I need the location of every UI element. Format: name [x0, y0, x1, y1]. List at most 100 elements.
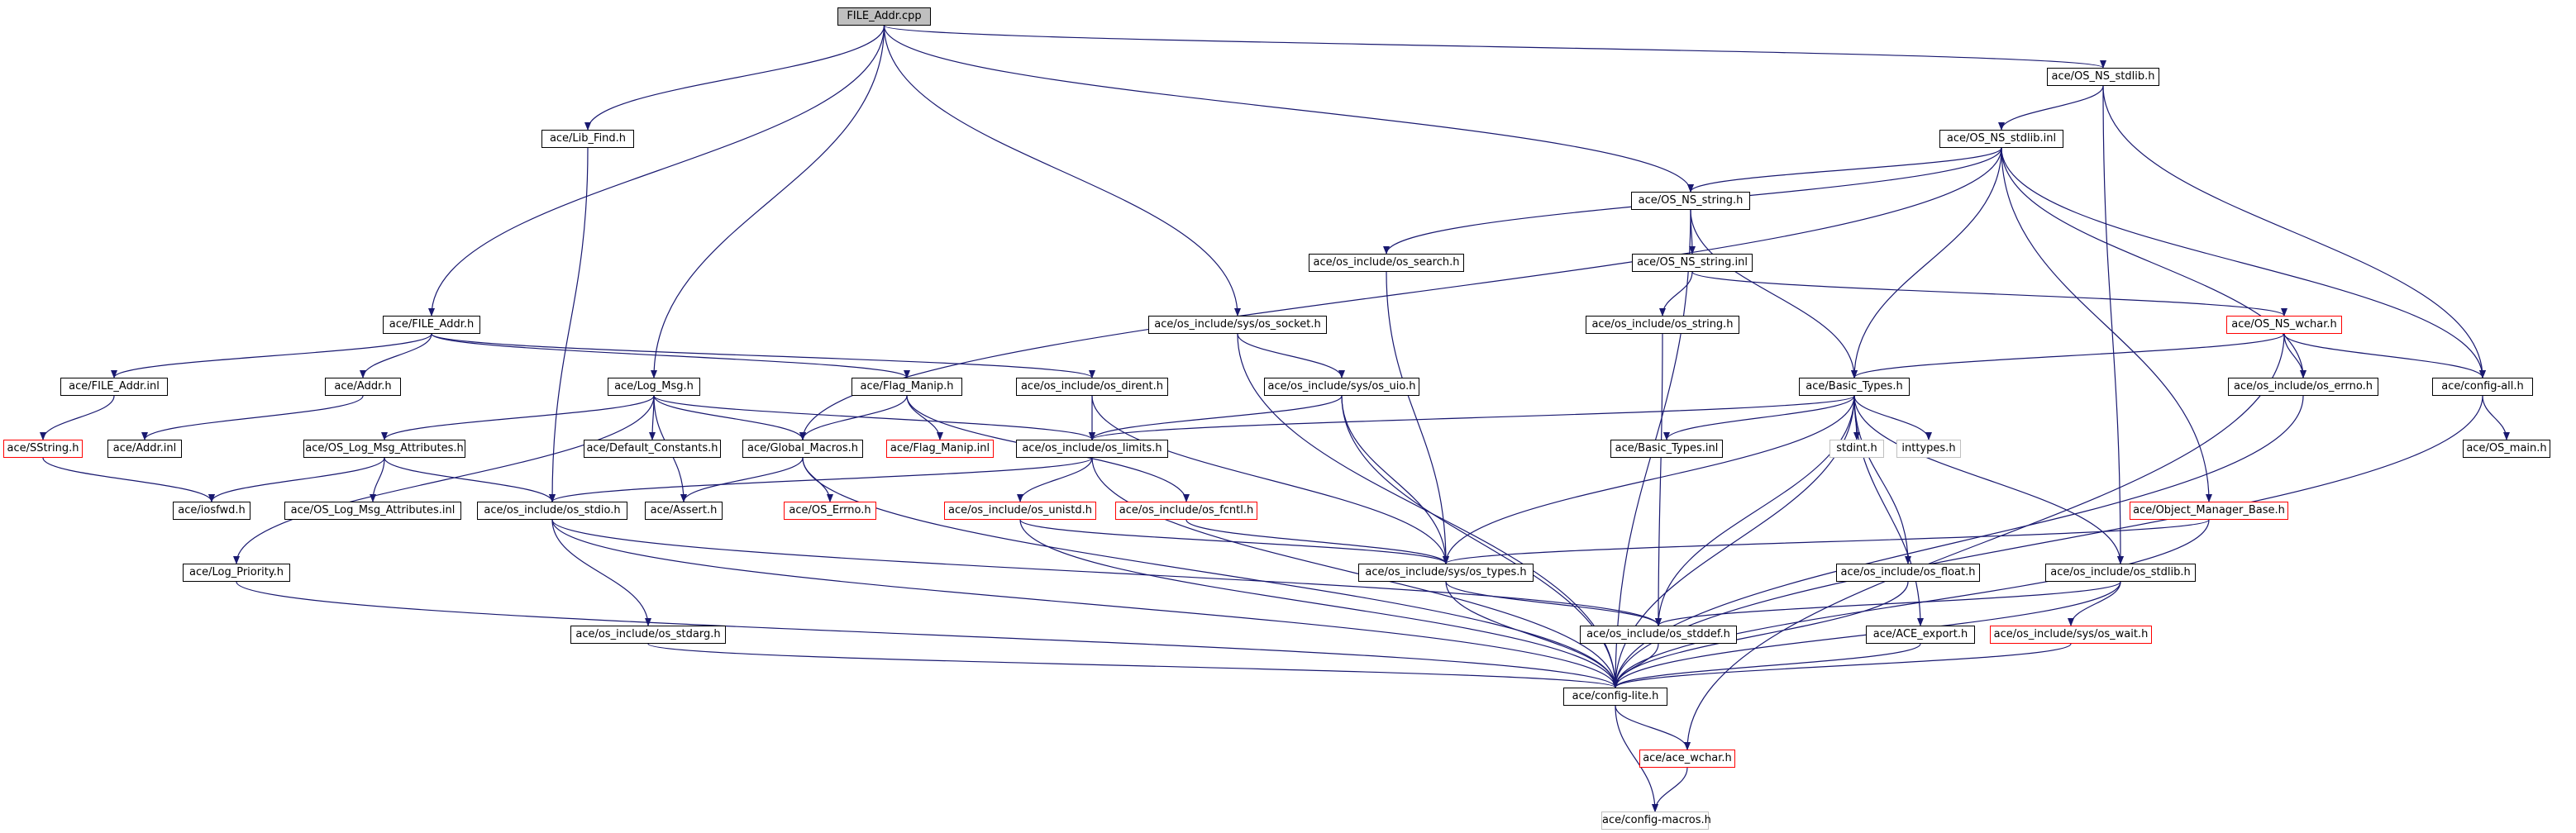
edge-os_socket_h-to-os_uio_h	[1237, 333, 1345, 378]
node-addr-inl[interactable]: ace/Addr.inl	[107, 440, 182, 458]
node-log-msg-h[interactable]: ace/Log_Msg.h	[608, 378, 700, 396]
edge-os_ns_wchar_h-to-basic_types_h	[1851, 333, 2285, 378]
node-inttypes-h: inttypes.h	[1896, 440, 1961, 458]
edge-log_msg_h-to-os_limits_h	[653, 395, 1095, 440]
edge-os_ns_wchar_h-to-config_all_h	[2283, 333, 2486, 378]
node-file-addr-h[interactable]: ace/FILE_Addr.h	[383, 316, 480, 334]
edge-object_manager_base_h-to-config_lite_h	[1612, 519, 2210, 688]
edge-file_addr_cpp-to-lib_find_h	[584, 25, 885, 131]
edge-os_string_h-to-os_stddef_h	[1655, 333, 1663, 626]
edge-flag_manip_h-to-global_macros_h	[799, 395, 908, 440]
edge-config_lite_h-to-ace_wchar_h	[1615, 705, 1691, 750]
node-os-uio-h[interactable]: ace/os_include/sys/os_uio.h	[1264, 378, 1419, 396]
node-os-unistd-h[interactable]: ace/os_include/os_unistd.h	[944, 502, 1096, 520]
node-file-addr-inl[interactable]: ace/FILE_Addr.inl	[60, 378, 168, 396]
edge-log_priority_h-to-config_lite_h	[236, 581, 1619, 688]
node-config-all-h[interactable]: ace/config-all.h	[2432, 378, 2533, 396]
node-config-lite-h[interactable]: ace/config-lite.h	[1563, 688, 1667, 706]
edge-os_ns_string_inl-to-os_string_h	[1659, 271, 1693, 317]
node-os-wait-h[interactable]: ace/os_include/sys/os_wait.h	[1990, 626, 2152, 644]
node-os-stddef-h[interactable]: ace/os_include/os_stddef.h	[1580, 626, 1737, 644]
node-os-search-h[interactable]: ace/os_include/os_search.h	[1309, 254, 1464, 272]
node-os-ns-string-inl[interactable]: ace/OS_NS_string.inl	[1632, 254, 1753, 272]
edge-os_wait_h-to-config_lite_h	[1612, 643, 2072, 688]
edge-os_ns_wchar_h-to-os_errno_h	[2283, 333, 2306, 378]
node-os-string-h[interactable]: ace/os_include/os_string.h	[1586, 316, 1739, 334]
node-os-dirent-h[interactable]: ace/os_include/os_dirent.h	[1016, 378, 1168, 396]
edge-ace_wchar_h-to-config_macros_h	[1652, 767, 1688, 812]
node-sstring-h[interactable]: ace/SString.h	[3, 440, 83, 458]
edge-os_ns_wchar_h-to-ace_wchar_h	[1684, 333, 2285, 750]
edge-os_dirent_h-to-os_types_h	[1091, 395, 1449, 564]
edge-os_limits_h-to-os_stdio_h	[549, 457, 1093, 502]
node-ace-export-h[interactable]: ace/ACE_export.h	[1866, 626, 1975, 644]
edge-basic_types_h-to-basic_types_inl	[1663, 395, 1855, 440]
edge-sstring_h-to-iosfwd_h	[42, 457, 215, 502]
edge-config_all_h-to-os_main_h	[2482, 395, 2510, 440]
node-os-float-h[interactable]: ace/os_include/os_float.h	[1836, 564, 1980, 582]
edge-file_addr_h-to-os_dirent_h	[431, 333, 1095, 378]
edge-os_limits_h-to-os_unistd_h	[1017, 457, 1093, 502]
node-os-log-msg-attributes-inl[interactable]: ace/OS_Log_Msg_Attributes.inl	[284, 502, 461, 520]
edge-os_types_h-to-os_stddef_h	[1445, 581, 1662, 626]
node-global-macros-h[interactable]: ace/Global_Macros.h	[742, 440, 863, 458]
node-basic-types-inl[interactable]: ace/Basic_Types.inl	[1610, 440, 1723, 458]
node-os-ns-string-h[interactable]: ace/OS_NS_string.h	[1631, 192, 1750, 210]
edge-file_addr_h-to-file_addr_inl	[111, 333, 432, 378]
edge-global_macros_h-to-config_lite_h	[802, 457, 1619, 688]
node-file-addr-cpp[interactable]: FILE_Addr.cpp	[837, 7, 931, 26]
node-os-errno-h[interactable]: ace/os_include/os_errno.h	[2228, 378, 2378, 396]
dependency-edges	[40, 25, 2510, 812]
node-assert-h[interactable]: ace/Assert.h	[645, 502, 723, 520]
edge-os_ns_stdlib_inl-to-os_ns_string_h	[1687, 147, 2002, 193]
node-os-ns-wchar-h[interactable]: ace/OS_NS_wchar.h	[2226, 316, 2342, 334]
edge-os_ns_stdlib_inl-to-config_all_h	[2001, 147, 2486, 378]
node-object-manager-base-h[interactable]: ace/Object_Manager_Base.h	[2130, 502, 2288, 520]
node-flag-manip-h[interactable]: ace/Flag_Manip.h	[852, 378, 962, 396]
node-flag-manip-inl[interactable]: ace/Flag_Manip.inl	[886, 440, 994, 458]
edge-os_search_h-to-os_types_h	[1386, 271, 1449, 564]
edge-log_msg_h-to-os_log_msg_attributes_h	[381, 395, 655, 440]
edge-basic_types_h-to-os_stdlib_h	[1853, 395, 2124, 564]
edge-file_addr_cpp-to-log_msg_h	[651, 25, 885, 378]
edge-object_manager_base_h-to-os_types_h	[1443, 519, 2210, 564]
node-os-log-msg-attributes-h[interactable]: ace/OS_Log_Msg_Attributes.h	[303, 440, 465, 458]
node-os-stdio-h[interactable]: ace/os_include/os_stdio.h	[477, 502, 627, 520]
node-os-errno-red-h[interactable]: ace/OS_Errno.h	[784, 502, 876, 520]
node-os-socket-h[interactable]: ace/os_include/sys/os_socket.h	[1148, 316, 1327, 334]
node-lib-find-h[interactable]: ace/Lib_Find.h	[541, 130, 634, 148]
node-os-stdlib-h[interactable]: ace/os_include/os_stdlib.h	[2045, 564, 2196, 582]
edge-addr_h-to-addr_inl	[141, 395, 364, 440]
node-basic-types-h[interactable]: ace/Basic_Types.h	[1799, 378, 1910, 396]
node-os-types-h[interactable]: ace/os_include/sys/os_types.h	[1358, 564, 1534, 582]
node-default-constants-h[interactable]: ace/Default_Constants.h	[584, 440, 721, 458]
edge-file_addr_cpp-to-file_addr_h	[428, 25, 885, 317]
node-os-ns-stdlib-h[interactable]: ace/OS_NS_stdlib.h	[2047, 68, 2159, 86]
node-addr-h[interactable]: ace/Addr.h	[325, 378, 401, 396]
node-os-fcntl-h[interactable]: ace/os_include/os_fcntl.h	[1115, 502, 1257, 520]
edge-basic_types_h-to-os_types_h	[1443, 395, 1855, 564]
edge-os_stdio_h-to-config_lite_h	[551, 519, 1619, 688]
node-os-stdarg-h[interactable]: ace/os_include/os_stdarg.h	[570, 626, 726, 644]
edge-global_macros_h-to-assert_h	[680, 457, 804, 502]
edge-os_stdarg_h-to-config_lite_h	[647, 643, 1619, 688]
edge-os_unistd_h-to-config_lite_h	[1019, 519, 1619, 688]
edge-os_ns_stdlib_inl-to-basic_types_h	[1851, 147, 2002, 378]
node-os-limits-h[interactable]: ace/os_include/os_limits.h	[1016, 440, 1168, 458]
edge-file_addr_cpp-to-os_socket_h	[883, 25, 1241, 317]
edge-os_stdlib_h-to-os_wait_h	[2068, 581, 2121, 626]
edge-os_unistd_h-to-os_types_h	[1019, 519, 1449, 564]
node-os-ns-stdlib-inl[interactable]: ace/OS_NS_stdlib.inl	[1939, 130, 2063, 148]
edge-os_ns_string_h-to-basic_types_h	[1690, 209, 1858, 378]
edge-config_lite_h-to-config_macros_h	[1615, 705, 1658, 812]
edge-log_msg_h-to-global_macros_h	[653, 395, 806, 440]
node-iosfwd-h[interactable]: ace/iosfwd.h	[173, 502, 250, 520]
edge-os_ns_stdlib_inl-to-object_manager_base_h	[2001, 147, 2212, 502]
node-ace-wchar-h[interactable]: ace/ace_wchar.h	[1639, 750, 1735, 768]
edge-os_fcntl_h-to-os_types_h	[1185, 519, 1449, 564]
edge-os_stdio_h-to-os_stdarg_h	[551, 519, 651, 626]
edge-os_ns_stdlib_h-to-os_ns_stdlib_inl	[1998, 85, 2104, 131]
node-log-priority-h[interactable]: ace/Log_Priority.h	[183, 564, 290, 582]
edge-os_ns_stdlib_h-to-os_stdlib_h	[2102, 85, 2124, 564]
node-os-main-h[interactable]: ace/OS_main.h	[2463, 440, 2550, 458]
